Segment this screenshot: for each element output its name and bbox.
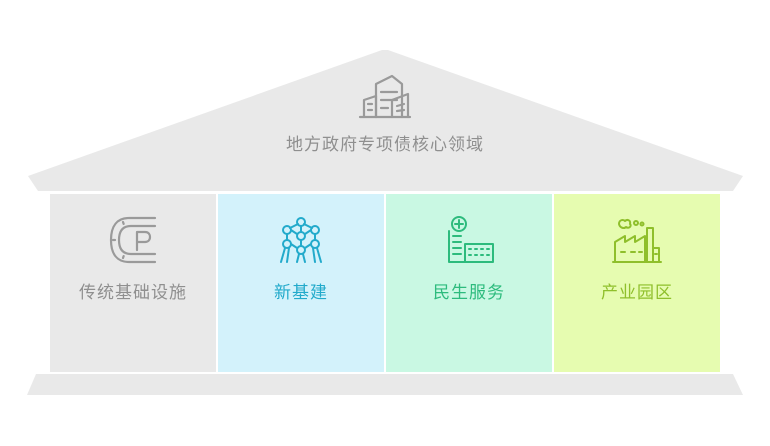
roof-title: 地方政府专项债核心领域 — [286, 135, 484, 155]
pillar-industrial-parks: 产业园区 — [554, 194, 720, 372]
factory-icon — [612, 219, 662, 263]
pillar-label: 传统基础设施 — [79, 283, 187, 303]
pillar-traditional-infrastructure: 传统基础设施 — [50, 194, 216, 372]
road-parking-icon — [109, 216, 157, 264]
pillar-label: 民生服务 — [433, 283, 505, 303]
hospital-building-icon — [448, 216, 494, 263]
base-platform — [27, 374, 743, 395]
network-structure-icon — [280, 217, 322, 263]
roof — [28, 50, 743, 191]
pillar-new-infrastructure: 新基建 — [218, 194, 384, 372]
pillar-label: 产业园区 — [601, 283, 673, 303]
pillar-label: 新基建 — [274, 283, 328, 303]
pillar-public-services: 民生服务 — [386, 194, 552, 372]
city-buildings-icon — [358, 74, 412, 119]
